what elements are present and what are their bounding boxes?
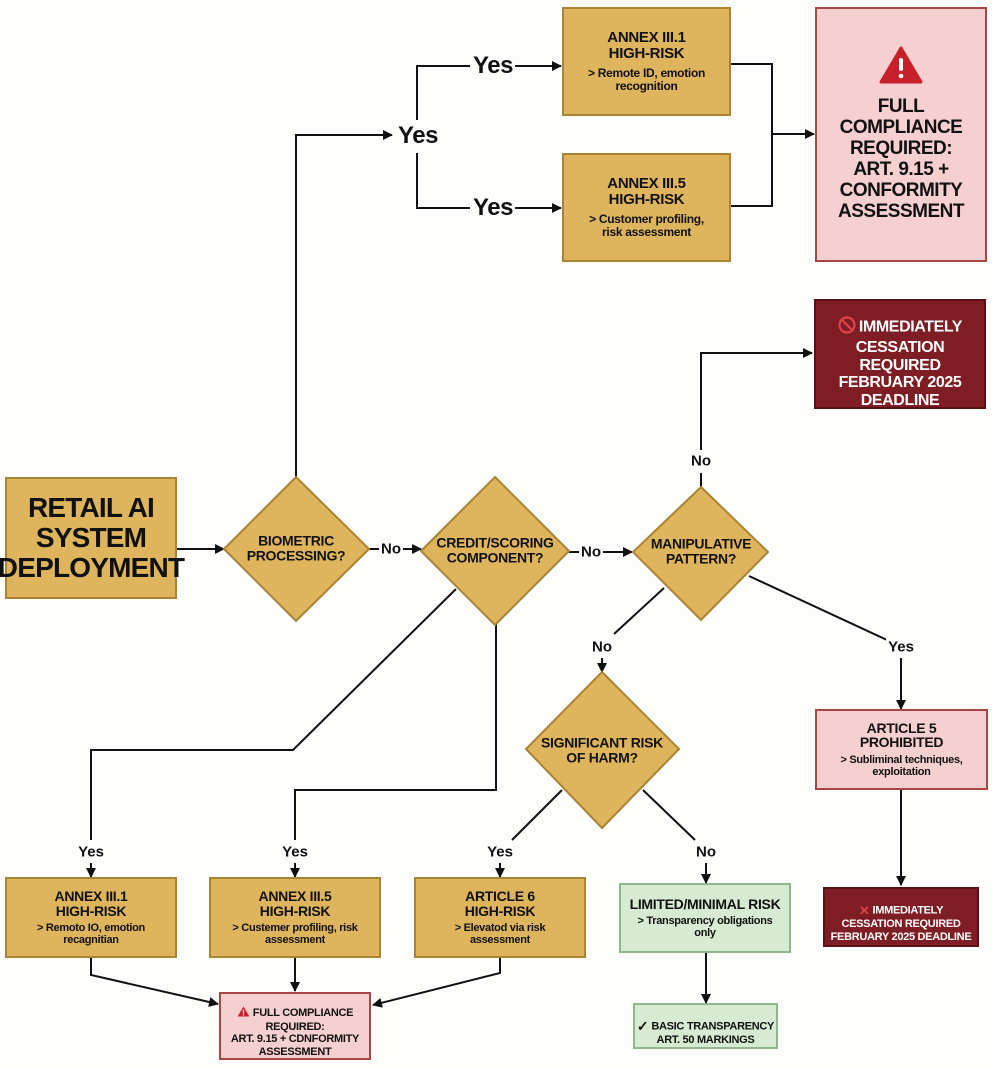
start-node: RETAIL AI SYSTEM DEPLOYMENT xyxy=(0,477,185,599)
article-5-box: ARTICLE 5 PROHIBITED > Subliminal techni… xyxy=(815,709,988,790)
article-6-box: ARTICLE 6 HIGH-RISK > Elevatod via risk … xyxy=(414,877,586,958)
bottom-full-compliance-box: FULL COMPLIANCE REQUIRED: ART. 9.15 + CD… xyxy=(219,992,371,1060)
edge-label-manip-no-up: No xyxy=(689,452,713,470)
bottom-annex-iii-5-title: ANNEX III.5 HIGH-RISK xyxy=(258,888,332,919)
bottom-annex-iii-5-sub: > Custemer profiling, risk assessment xyxy=(232,921,358,946)
edge-label-credit-yes-right: Yes xyxy=(280,843,310,861)
bottom-annex-iii-1-box: ANNEX III.1 HIGH-RISK > Remoto IO, emoti… xyxy=(5,877,177,958)
edge-label-manip-no-down: No xyxy=(590,638,614,656)
edge-label-harm-no: No xyxy=(694,843,718,861)
top-full-compliance-text: FULL COMPLIANCE REQUIRED: ART. 9.15 + CO… xyxy=(838,96,964,222)
edge-label-harm-yes: Yes xyxy=(485,843,515,861)
article-6-sub: > Elevatod via risk assessment xyxy=(454,921,546,946)
decision-credit-label: CREDIT/SCORING COMPONENT? xyxy=(436,534,554,566)
edge-annex1-to-compliance xyxy=(90,958,219,1007)
top-annex-iii-1-sub: > Remote ID, emotion recognition xyxy=(587,65,706,93)
basic-transparency-box: ✓BASIC TRANSPARENCY ART. 50 MARKINGS xyxy=(633,1003,778,1049)
bottom-cessation-text: ✕IMMEDIATELY CESSATION REQUIRED FEBRUARY… xyxy=(831,889,972,944)
top-annex-iii-1-title: ANNEX III.1 HIGH-RISK xyxy=(607,29,686,62)
edge-annex1-merge xyxy=(730,63,773,207)
limited-minimal-risk-sub: > Transparency obligations only xyxy=(637,915,773,940)
warning-triangle-icon xyxy=(879,46,923,89)
edge-credit-yes-right xyxy=(294,624,497,840)
basic-transparency-text: ✓BASIC TRANSPARENCY ART. 50 MARKINGS xyxy=(637,1004,774,1047)
limited-minimal-risk-title: LIMITED/MINIMAL RISK xyxy=(629,895,781,912)
top-cessation-text: IMMEDIATELY CESSATION REQUIRED FEBRUARY … xyxy=(816,298,984,410)
decision-manipulative-label: MANIPULATIVE PATTERN? xyxy=(650,535,752,567)
edge-label-bio-yes-top: Yes xyxy=(471,52,515,80)
top-full-compliance-box: FULL COMPLIANCE REQUIRED: ART. 9.15 + CO… xyxy=(815,7,987,262)
decision-biometric-label: BIOMETRIC PROCESSING? xyxy=(246,532,346,564)
edge-label-credit-no: No xyxy=(579,543,603,561)
edge-biometric-yes xyxy=(295,130,393,477)
edge-credit-yes-left xyxy=(90,588,457,840)
article-6-title: ARTICLE 6 HIGH-RISK xyxy=(464,888,536,919)
edge-label-bio-yes-bottom: Yes xyxy=(471,194,515,222)
edge-manip-no-down xyxy=(613,587,665,635)
decision-manipulative-diamond xyxy=(631,485,770,622)
edge-harm-no xyxy=(642,789,696,841)
prohibited-icon xyxy=(838,316,856,339)
article-5-title: ARTICLE 5 PROHIBITED xyxy=(859,719,944,751)
article-5-sub: > Subliminal techniques, exploitation xyxy=(840,754,963,779)
top-annex-iii-1-box: ANNEX III.1 HIGH-RISK > Remote ID, emoti… xyxy=(562,7,731,116)
bottom-full-compliance-label: FULL COMPLIANCE REQUIRED: ART. 9.15 + CD… xyxy=(230,1007,360,1058)
top-annex-iii-5-title: ANNEX III.5 HIGH-RISK xyxy=(607,175,686,208)
warning-triangle-icon xyxy=(237,1006,250,1021)
bottom-full-compliance-text: FULL COMPLIANCE REQUIRED: ART. 9.15 + CD… xyxy=(231,993,359,1058)
checkmark-icon: ✓ xyxy=(636,1017,649,1034)
decision-significant-diamond xyxy=(524,670,681,830)
bottom-cessation-label: IMMEDIATELY CESSATION REQUIRED FEBRUARY … xyxy=(830,904,972,944)
bottom-cessation-box: ✕IMMEDIATELY CESSATION REQUIRED FEBRUARY… xyxy=(823,887,979,947)
edge-yes-to-annex1-top xyxy=(416,65,470,120)
basic-transparency-label: BASIC TRANSPARENCY ART. 50 MARKINGS xyxy=(651,1019,775,1047)
bottom-annex-iii-1-title: ANNEX III.1 HIGH-RISK xyxy=(54,888,128,919)
top-annex-iii-5-box: ANNEX III.5 HIGH-RISK > Customer profili… xyxy=(562,153,731,262)
decision-significant-label: SIGNIFICANT RISK OF HARM? xyxy=(541,734,663,766)
edge-label-manip-yes: Yes xyxy=(886,638,916,656)
decision-credit-diamond xyxy=(419,475,571,627)
edge-article6-to-compliance xyxy=(372,958,501,1008)
top-cessation-label: IMMEDIATELY CESSATION REQUIRED FEBRUARY … xyxy=(838,318,963,410)
top-cessation-box: IMMEDIATELY CESSATION REQUIRED FEBRUARY … xyxy=(814,299,986,409)
edge-yes-to-annex5-top xyxy=(416,153,470,209)
limited-minimal-risk-box: LIMITED/MINIMAL RISK > Transparency obli… xyxy=(619,883,791,953)
edge-label-bio-yes: Yes xyxy=(396,122,440,150)
bottom-annex-iii-1-sub: > Remoto IO, emotion recagnitian xyxy=(37,921,145,946)
start-node-label: RETAIL AI SYSTEM DEPLOYMENT xyxy=(0,491,185,584)
cross-icon: ✕ xyxy=(858,902,870,918)
edge-manip-yes xyxy=(748,575,888,641)
top-annex-iii-5-sub: > Customer profiling, risk assessment xyxy=(589,211,704,239)
edge-label-credit-yes-left: Yes xyxy=(76,843,106,861)
decision-biometric-diamond xyxy=(222,475,371,623)
bottom-annex-iii-5-box: ANNEX III.5 HIGH-RISK > Custemer profili… xyxy=(209,877,381,958)
edge-harm-yes xyxy=(511,789,563,841)
edge-manip-no-up xyxy=(700,348,813,450)
edge-label-bio-no: No xyxy=(379,540,403,558)
